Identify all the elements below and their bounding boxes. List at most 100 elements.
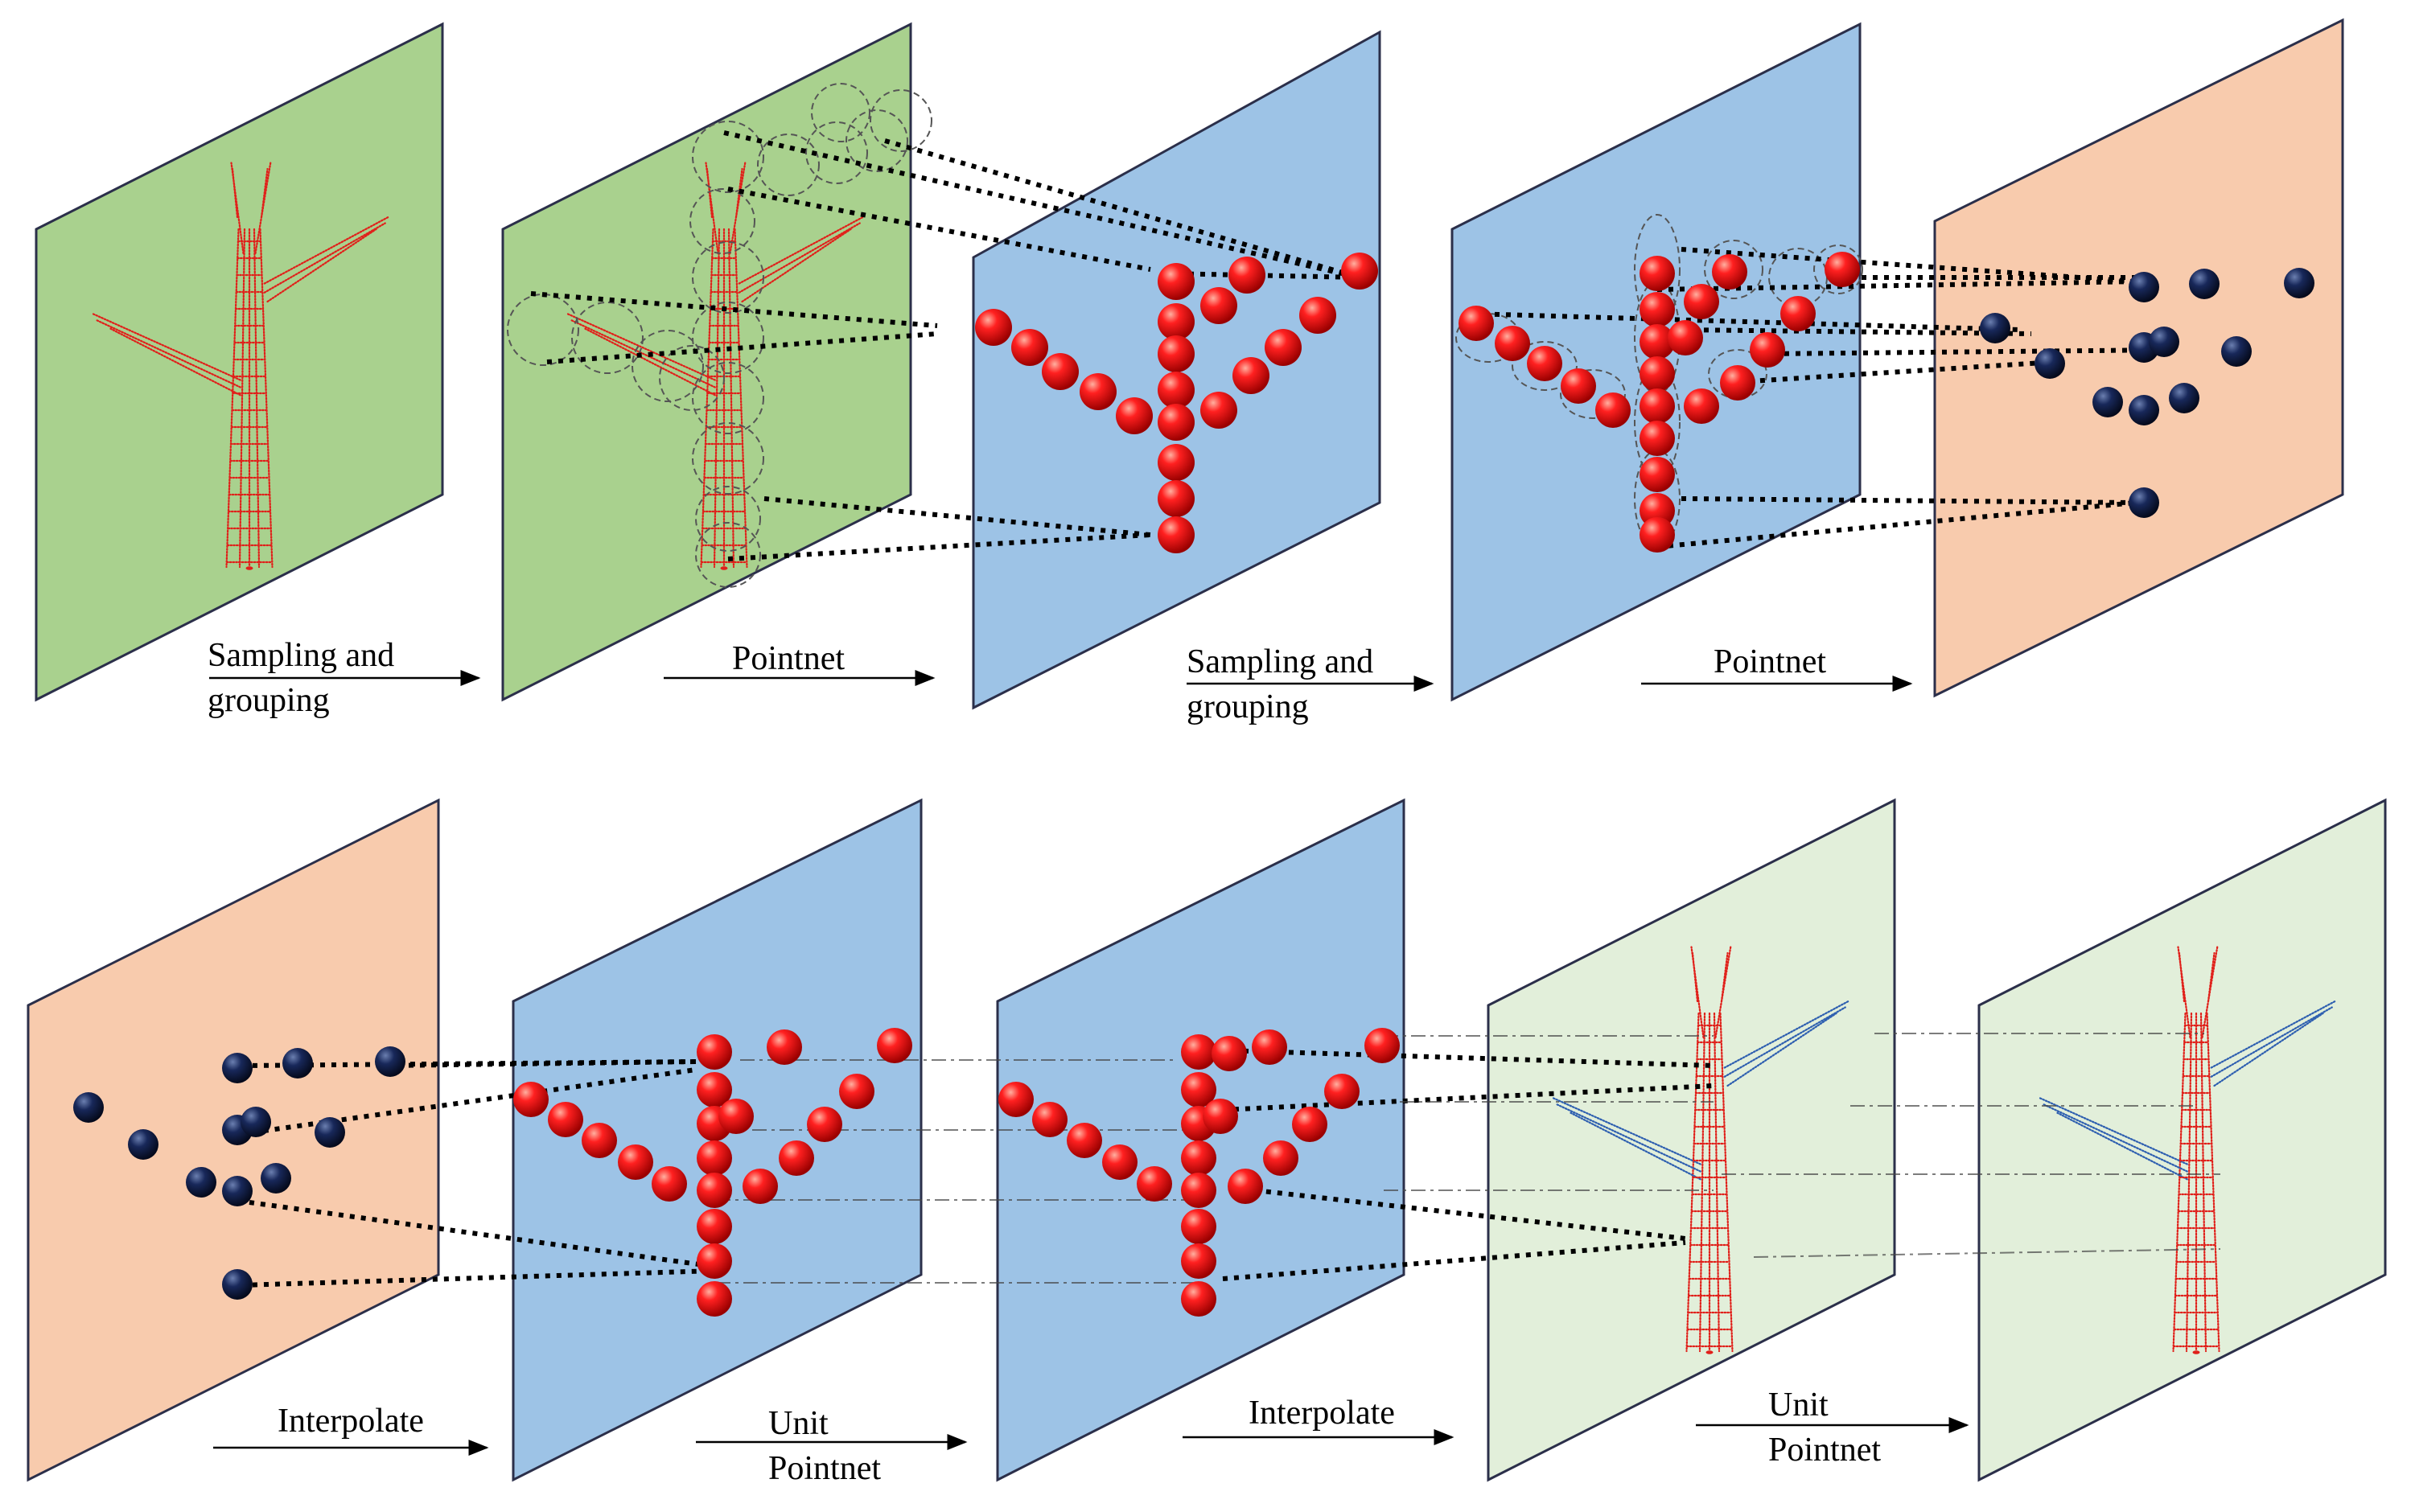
- red-sphere-icon: [1640, 421, 1675, 456]
- grouping-circle-icon: [507, 294, 579, 366]
- grouping-circle-icon: [689, 188, 755, 254]
- red-sphere-icon: [513, 1082, 549, 1117]
- red-sphere-icon: [1032, 1102, 1068, 1137]
- red-sphere-icon: [743, 1169, 778, 1204]
- red-sphere-icon: [548, 1102, 583, 1137]
- panel-output-2: [1977, 798, 2387, 1482]
- label-pointnet-2: Pointnet: [1714, 643, 1826, 680]
- grouping-circle-icon: [1560, 369, 1626, 419]
- grouping-circle-icon: [692, 422, 764, 495]
- red-sphere-icon: [1712, 254, 1747, 290]
- grouping-circle-icon: [1512, 341, 1578, 391]
- red-sphere-icon: [839, 1074, 874, 1109]
- red-sphere-icon: [697, 1209, 732, 1244]
- red-sphere-icon: [1212, 1036, 1247, 1071]
- red-sphere-icon: [807, 1107, 842, 1142]
- red-sphere-icon: [697, 1140, 732, 1176]
- navy-sphere-icon: [2149, 327, 2179, 357]
- grouping-circle-icon: [1708, 349, 1767, 399]
- red-sphere-icon: [1640, 356, 1675, 392]
- red-sphere-icon: [1252, 1029, 1287, 1065]
- red-sphere-icon: [1299, 297, 1336, 334]
- navy-sphere-icon: [2129, 272, 2159, 302]
- red-sphere-icon: [1116, 397, 1153, 434]
- navy-sphere-icon: [261, 1163, 291, 1194]
- red-sphere-icon: [697, 1034, 732, 1070]
- red-sphere-icon: [1527, 346, 1562, 381]
- navy-sphere-icon: [2129, 395, 2159, 425]
- grouping-circle-icon: [632, 330, 704, 402]
- navy-sphere-icon: [2169, 383, 2199, 413]
- grouping-circle-icon: [1704, 240, 1763, 299]
- navy-sphere-icon: [2284, 268, 2314, 298]
- red-sphere-icon: [877, 1028, 912, 1063]
- panel-grouping-1: [501, 22, 912, 702]
- navy-sphere-icon: [282, 1048, 313, 1079]
- red-sphere-icon: [618, 1144, 653, 1180]
- red-sphere-icon: [1341, 253, 1378, 290]
- red-sphere-icon: [1080, 373, 1117, 410]
- red-sphere-icon: [1640, 388, 1675, 424]
- red-sphere-icon: [1181, 1173, 1216, 1208]
- red-sphere-icon: [767, 1029, 802, 1065]
- red-sphere-icon: [1181, 1072, 1216, 1107]
- red-sphere-icon: [582, 1123, 617, 1158]
- red-sphere-icon: [1181, 1281, 1216, 1317]
- navy-sphere-icon: [2092, 387, 2123, 417]
- grouping-circle-icon: [571, 302, 644, 374]
- grouping-circle-icon: [695, 522, 761, 588]
- red-sphere-icon: [652, 1166, 687, 1202]
- red-sphere-icon: [1042, 353, 1079, 390]
- red-sphere-icon: [1292, 1107, 1327, 1142]
- grouping-circle-icon: [845, 109, 908, 172]
- red-sphere-icon: [1780, 296, 1816, 331]
- red-sphere-icon: [998, 1082, 1034, 1117]
- red-sphere-icon: [1232, 357, 1269, 394]
- red-sphere-icon: [1459, 306, 1494, 341]
- red-sphere-icon: [1228, 257, 1265, 294]
- red-sphere-icon: [1263, 1140, 1298, 1176]
- red-sphere-icon: [1067, 1123, 1102, 1158]
- red-sphere-icon: [1181, 1243, 1216, 1279]
- point-cloud-tower-output-2: [2038, 946, 2336, 1354]
- red-sphere-icon: [1750, 332, 1785, 368]
- red-sphere-icon: [1137, 1166, 1172, 1202]
- red-sphere-icon: [1158, 404, 1195, 441]
- navy-sphere-icon: [2129, 487, 2159, 518]
- grouping-circle-icon: [692, 121, 764, 193]
- navy-sphere-icon: [2221, 336, 2252, 367]
- navy-sphere-icon: [222, 1176, 253, 1206]
- label-interpolate-2: Interpolate: [1249, 1395, 1395, 1432]
- red-sphere-icon: [1158, 303, 1195, 340]
- red-sphere-icon: [718, 1099, 754, 1134]
- navy-sphere-icon: [315, 1117, 345, 1148]
- red-sphere-icon: [1200, 287, 1237, 324]
- navy-sphere-icon: [73, 1092, 104, 1123]
- navy-sphere-icon: [222, 1053, 253, 1083]
- navy-sphere-icon: [222, 1269, 253, 1300]
- red-sphere-icon: [1158, 263, 1195, 300]
- red-sphere-icon: [1561, 368, 1596, 404]
- red-sphere-icon: [1158, 444, 1195, 481]
- navy-sphere-icon: [375, 1046, 405, 1077]
- label-pointnet-1: Pointnet: [732, 640, 845, 677]
- navy-sphere-icon: [241, 1107, 271, 1137]
- red-sphere-icon: [1181, 1034, 1216, 1070]
- grouping-circle-icon: [692, 362, 764, 434]
- red-sphere-icon: [1640, 457, 1675, 492]
- red-sphere-icon: [697, 1173, 732, 1208]
- point-cloud-tower-grouping: [566, 162, 864, 570]
- red-sphere-icon: [1158, 516, 1195, 553]
- red-sphere-icon: [1324, 1074, 1360, 1109]
- red-sphere-icon: [1265, 329, 1302, 366]
- red-sphere-icon: [697, 1072, 732, 1107]
- red-sphere-icon: [1640, 517, 1675, 553]
- navy-sphere-icon: [2189, 269, 2220, 299]
- grouping-circle-icon: [811, 83, 870, 142]
- red-sphere-icon: [697, 1243, 732, 1279]
- red-sphere-icon: [697, 1281, 732, 1317]
- red-sphere-icon: [1364, 1028, 1400, 1063]
- red-sphere-icon: [1158, 335, 1195, 372]
